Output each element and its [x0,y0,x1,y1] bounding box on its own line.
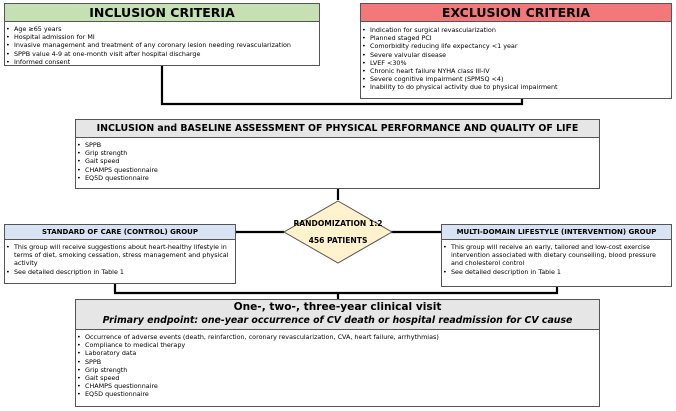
exclusion-criteria-box: EXCLUSION CRITERIA Indication for surgic… [360,3,672,99]
primary-endpoint-subtitle: Primary endpoint: one-year occurrence of… [102,315,573,326]
baseline-assessment-list: SPPB Grip strength Gait speed CHAMPS que… [76,138,599,182]
list-item: Comorbidity reducing life expectancy <1 … [361,42,671,50]
exclusion-criteria-title: EXCLUSION CRITERIA [441,5,591,20]
list-item: Planned staged PCI [361,34,671,42]
connector-inclusion-to-baseline [160,66,524,106]
list-item: Compliance to medical therapy [76,341,599,349]
list-item: Gait speed [76,374,599,382]
intervention-group-box: MULTI-DOMAIN LIFESTYLE (INTERVENTION) GR… [441,224,672,287]
list-item: See detailed description in Table 1 [442,268,668,276]
followup-visit-title: One-, two-, three-year clinical visit [233,301,442,313]
list-item: CHAMPS questionnaire [76,166,599,174]
baseline-assessment-box: INCLUSION and BASELINE ASSESSMENT OF PHY… [75,119,600,189]
list-item: Informed consent [5,58,319,66]
inclusion-criteria-box: INCLUSION CRITERIA Age ≥65 years Hospita… [4,3,320,66]
exclusion-criteria-header: EXCLUSION CRITERIA [361,4,671,22]
control-group-header: STANDARD OF CARE (CONTROL) GROUP [5,225,235,240]
list-item: Grip strength [76,366,599,374]
list-item: LVEF <30% [361,59,671,67]
randomization-ratio: RANDOMIZATION 1:2 [293,219,383,228]
list-item: SPPB [76,141,599,149]
list-item: Occurrence of adverse events (death, rei… [76,333,599,341]
followup-visit-header: One-, two-, three-year clinical visit Pr… [76,300,599,330]
inclusion-criteria-title: INCLUSION CRITERIA [89,5,235,20]
list-item: Hospital admission for MI [5,33,319,41]
intervention-group-list: This group will receive an early, tailor… [442,240,671,276]
list-item: Laboratory data [76,349,599,357]
randomization-diamond [283,200,393,264]
list-item: Inability to do physical activity due to… [361,83,671,91]
control-group-list: This group will receive suggestions abou… [5,240,235,276]
exclusion-criteria-list: Indication for surgical revascularizatio… [361,22,671,92]
baseline-assessment-header: INCLUSION and BASELINE ASSESSMENT OF PHY… [76,120,599,138]
randomization-patients: 456 PATIENTS [308,236,368,245]
list-item: Severe cognitive impairment (SPMSQ <4) [361,75,671,83]
intervention-group-header: MULTI-DOMAIN LIFESTYLE (INTERVENTION) GR… [442,225,671,240]
connector-groups-to-followup [113,284,559,299]
inclusion-criteria-list: Age ≥65 years Hospital admission for MI … [5,22,319,66]
list-item: Indication for surgical revascularizatio… [361,26,671,34]
control-group-box: STANDARD OF CARE (CONTROL) GROUP This gr… [4,224,236,284]
list-item: Chronic heart failure NYHA class III-IV [361,67,671,75]
list-item: SPPB [76,358,599,366]
list-item: EQ5D questionnaire [76,390,599,398]
baseline-assessment-title: INCLUSION and BASELINE ASSESSMENT OF PHY… [96,123,579,134]
list-item: See detailed description in Table 1 [5,268,232,276]
list-item: This group will receive suggestions abou… [5,243,232,268]
inclusion-criteria-header: INCLUSION CRITERIA [5,4,319,22]
list-item: SPPB value 4-9 at one-month visit after … [5,50,319,58]
intervention-group-title: MULTI-DOMAIN LIFESTYLE (INTERVENTION) GR… [456,228,657,236]
list-item: EQ5D questionnaire [76,174,599,182]
list-item: This group will receive an early, tailor… [442,243,668,268]
list-item: Age ≥65 years [5,25,319,33]
list-item: Invasive management and treatment of any… [5,41,319,49]
list-item: Gait speed [76,157,599,165]
control-group-title: STANDARD OF CARE (CONTROL) GROUP [41,228,198,236]
list-item: Severe valvular disease [361,51,671,59]
list-item: Grip strength [76,149,599,157]
list-item: CHAMPS questionnaire [76,382,599,390]
followup-visit-list: Occurrence of adverse events (death, rei… [76,330,599,399]
followup-visit-box: One-, two-, three-year clinical visit Pr… [75,299,600,407]
